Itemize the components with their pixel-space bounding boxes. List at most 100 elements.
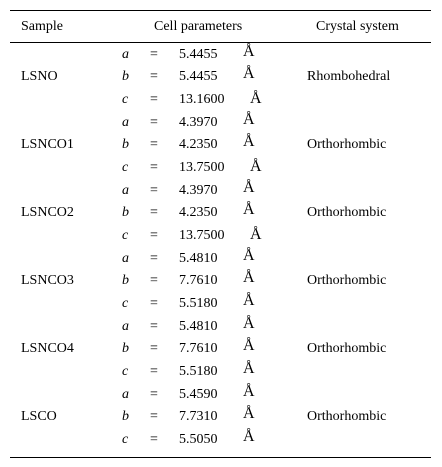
param-symbol: a xyxy=(122,251,129,266)
param-row-b: b = 7.7310 Å xyxy=(0,406,442,428)
param-symbol: c xyxy=(122,160,129,175)
equals-sign: = xyxy=(150,296,158,311)
param-row-a: a = 5.4810 Å xyxy=(0,316,442,338)
angstrom-unit: Å xyxy=(243,133,255,150)
angstrom-unit: Å xyxy=(243,360,255,377)
equals-sign: = xyxy=(150,92,158,107)
angstrom-unit: Å xyxy=(243,201,255,218)
param-symbol: c xyxy=(122,432,129,447)
param-symbol: a xyxy=(122,183,129,198)
equals-sign: = xyxy=(150,432,158,447)
param-symbol: a xyxy=(122,387,129,402)
equals-sign: = xyxy=(150,387,158,402)
param-value: 5.5050 xyxy=(179,432,218,447)
equals-sign: = xyxy=(150,409,158,424)
angstrom-unit: Å xyxy=(243,405,255,422)
equals-sign: = xyxy=(150,160,158,175)
param-row-c: c = 5.5180 Å xyxy=(0,361,442,383)
table-row: LSNCO1 a = 4.3970 Å b = 4.2350 Å c = 13.… xyxy=(0,112,442,180)
equals-sign: = xyxy=(150,319,158,334)
param-row-a: a = 4.3970 Å xyxy=(0,112,442,134)
angstrom-unit: Å xyxy=(243,43,255,60)
equals-sign: = xyxy=(150,364,158,379)
angstrom-unit: Å xyxy=(243,65,255,82)
equals-sign: = xyxy=(150,47,158,62)
table-header-rule xyxy=(10,42,431,43)
crystal-system: Orthorhombic xyxy=(307,205,387,220)
sample-name: LSNCO3 xyxy=(21,273,74,288)
param-symbol: b xyxy=(122,205,129,220)
angstrom-unit: Å xyxy=(250,158,262,175)
equals-sign: = xyxy=(150,228,158,243)
table-row: LSNCO4 a = 5.4810 Å b = 7.7610 Å c = 5.5… xyxy=(0,316,442,384)
param-row-c: c = 5.5050 Å xyxy=(0,429,442,451)
param-value: 5.4810 xyxy=(179,319,218,334)
table-row: LSCO a = 5.4590 Å b = 7.7310 Å c = 5.505… xyxy=(0,384,442,452)
equals-sign: = xyxy=(150,115,158,130)
param-symbol: a xyxy=(122,319,129,334)
equals-sign: = xyxy=(150,183,158,198)
equals-sign: = xyxy=(150,341,158,356)
param-row-a: a = 5.4810 Å xyxy=(0,248,442,270)
sample-name: LSCO xyxy=(21,409,57,424)
crystal-system: Orthorhombic xyxy=(307,409,387,424)
header-crystal-system: Crystal system xyxy=(316,19,399,34)
angstrom-unit: Å xyxy=(243,269,255,286)
param-row-b: b = 7.7610 Å xyxy=(0,270,442,292)
sample-name: LSNO xyxy=(21,69,58,84)
angstrom-unit: Å xyxy=(243,337,255,354)
table-bottom-rule xyxy=(10,457,431,458)
equals-sign: = xyxy=(150,137,158,152)
param-value: 4.3970 xyxy=(179,115,218,130)
angstrom-unit: Å xyxy=(243,428,255,445)
param-row-c: c = 13.7500 Å xyxy=(0,225,442,247)
param-value: 5.4810 xyxy=(179,251,218,266)
param-value: 4.3970 xyxy=(179,183,218,198)
param-row-a: a = 4.3970 Å xyxy=(0,180,442,202)
param-row-a: a = 5.4455 Å xyxy=(0,44,442,66)
angstrom-unit: Å xyxy=(243,111,255,128)
table-top-rule xyxy=(10,10,431,11)
param-symbol: b xyxy=(122,69,129,84)
param-value: 5.4455 xyxy=(179,47,218,62)
param-symbol: a xyxy=(122,47,129,62)
param-value: 13.7500 xyxy=(179,160,225,175)
param-row-b: b = 4.2350 Å xyxy=(0,134,442,156)
angstrom-unit: Å xyxy=(243,315,255,332)
param-row-b: b = 5.4455 Å xyxy=(0,66,442,88)
param-value: 5.5180 xyxy=(179,296,218,311)
param-row-b: b = 7.7610 Å xyxy=(0,338,442,360)
equals-sign: = xyxy=(150,69,158,84)
param-value: 4.2350 xyxy=(179,137,218,152)
header-sample: Sample xyxy=(21,19,63,34)
param-symbol: c xyxy=(122,296,129,311)
sample-name: LSNCO2 xyxy=(21,205,74,220)
angstrom-unit: Å xyxy=(243,247,255,264)
param-symbol: b xyxy=(122,273,129,288)
param-row-a: a = 5.4590 Å xyxy=(0,384,442,406)
table-row: LSNCO2 a = 4.3970 Å b = 4.2350 Å c = 13.… xyxy=(0,180,442,248)
param-symbol: a xyxy=(122,115,129,130)
param-value: 5.4455 xyxy=(179,69,218,84)
param-value: 4.2350 xyxy=(179,205,218,220)
angstrom-unit: Å xyxy=(243,292,255,309)
crystal-system: Orthorhombic xyxy=(307,137,387,152)
param-value: 7.7310 xyxy=(179,409,218,424)
equals-sign: = xyxy=(150,273,158,288)
angstrom-unit: Å xyxy=(243,179,255,196)
angstrom-unit: Å xyxy=(243,383,255,400)
sample-name: LSNCO4 xyxy=(21,341,74,356)
param-value: 5.4590 xyxy=(179,387,218,402)
header-cell-parameters: Cell parameters xyxy=(154,19,243,34)
param-value: 5.5180 xyxy=(179,364,218,379)
equals-sign: = xyxy=(150,205,158,220)
param-value: 13.7500 xyxy=(179,228,225,243)
param-symbol: c xyxy=(122,228,129,243)
param-value: 13.1600 xyxy=(179,92,225,107)
crystal-system: Rhombohedral xyxy=(307,69,391,84)
param-value: 7.7610 xyxy=(179,273,218,288)
param-row-c: c = 13.1600 Å xyxy=(0,89,442,111)
crystal-system: Orthorhombic xyxy=(307,341,387,356)
angstrom-unit: Å xyxy=(250,226,262,243)
